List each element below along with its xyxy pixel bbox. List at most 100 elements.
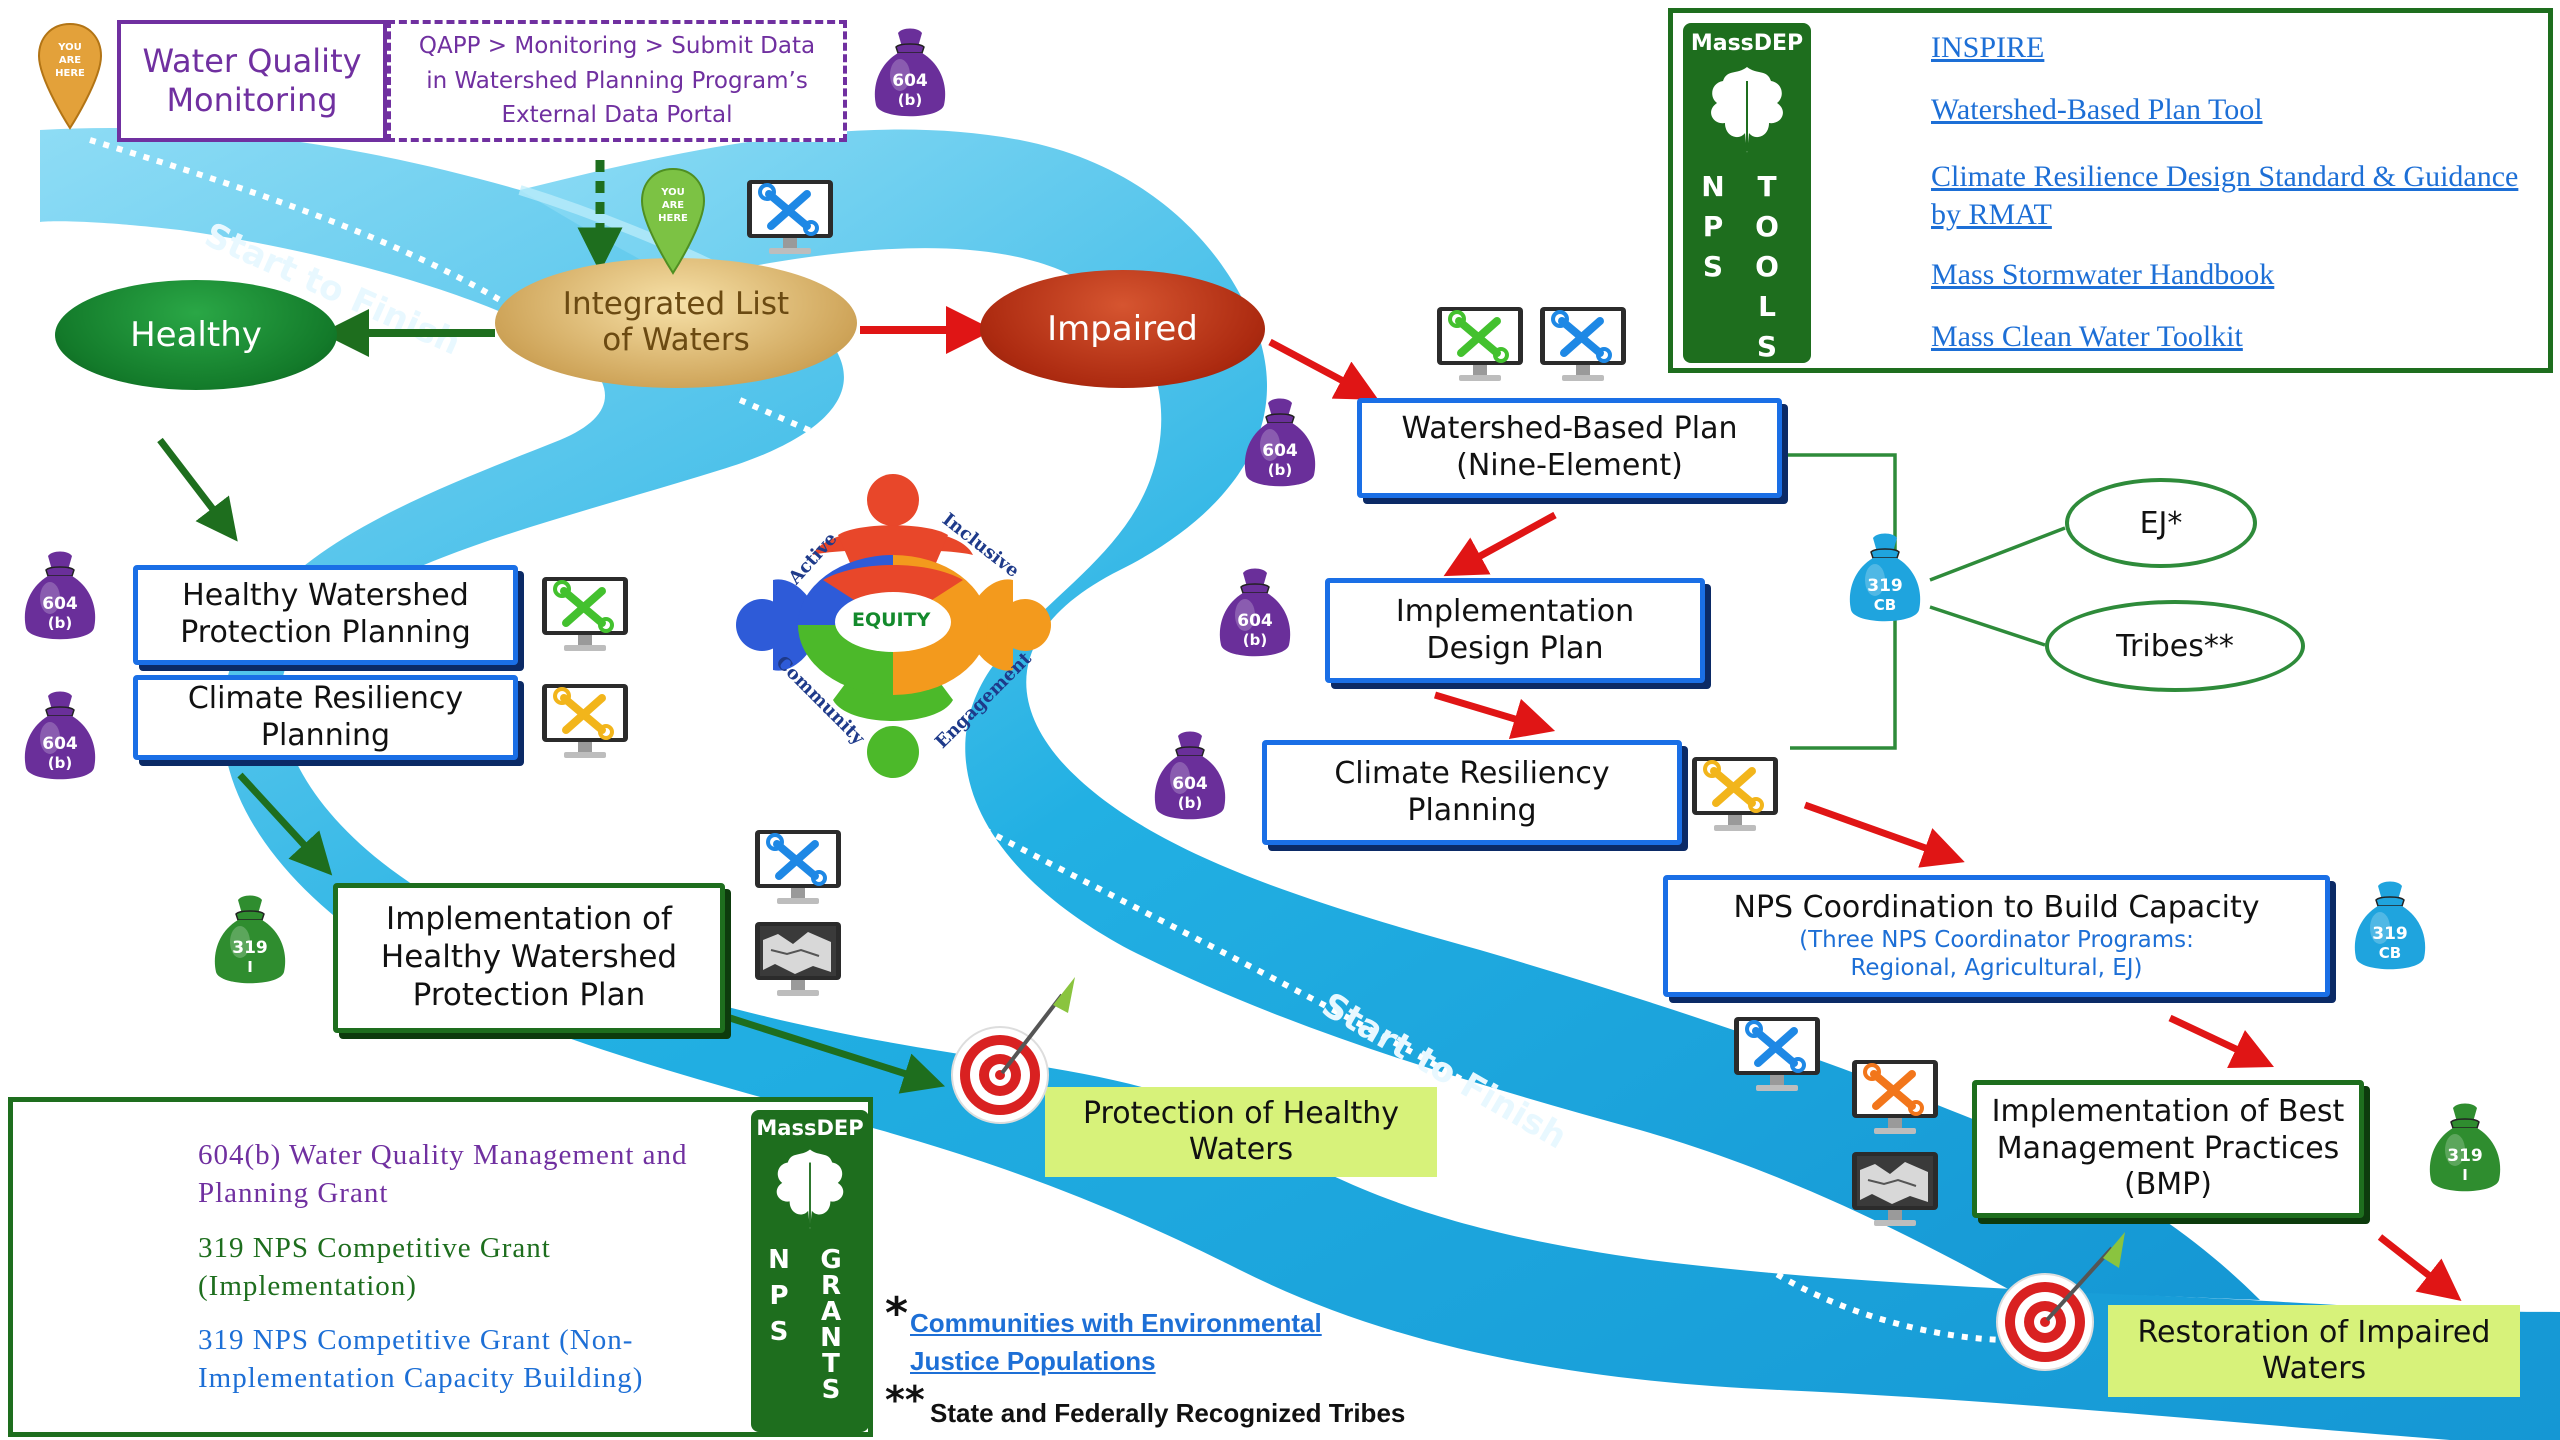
svg-text:ARE: ARE <box>59 55 81 66</box>
arrow-impaired-to-wbp <box>1268 338 1379 400</box>
impl-design-label: Implementation Design Plan <box>1395 593 1635 666</box>
tool-link-stormwater-handbook[interactable]: Mass Stormwater Handbook <box>1931 258 2275 291</box>
oak-leaf-icon-2 <box>776 1149 844 1230</box>
svg-text:N: N <box>1701 170 1724 203</box>
nps-title: NPS Coordination to Build Capacity <box>1733 889 2260 925</box>
watershed-based-plan-box: Watershed-Based Plan (Nine-Element) <box>1357 398 1782 498</box>
nps-grants-tab: MassDEP N P S G R A N T S <box>751 1110 869 1432</box>
money-bag-604b-climate-right: 604(b) <box>1154 731 1226 820</box>
svg-text:YOU: YOU <box>660 187 685 198</box>
target-icon-protection <box>951 977 1075 1124</box>
svg-text:S: S <box>822 1375 841 1405</box>
grant-label-319i: 319 NPS Competitive Grant (Implementatio… <box>198 1232 551 1302</box>
money-bag-604b-design: 604(b) <box>1219 568 1291 657</box>
svg-text:S: S <box>1703 250 1723 283</box>
svg-text:O: O <box>1755 210 1779 243</box>
svg-text:(b): (b) <box>898 91 922 109</box>
you-are-here-pin-1: YOU ARE HERE <box>37 22 103 130</box>
arrow-design-to-climate <box>1433 691 1556 740</box>
restoration-box: Restoration of Impaired Waters <box>2108 1305 2520 1397</box>
svg-text:T: T <box>822 1349 840 1379</box>
footnote-star-1: * <box>885 1288 909 1339</box>
svg-text:ARE: ARE <box>662 200 684 211</box>
svg-text:(b): (b) <box>1268 461 1292 479</box>
healthy-ellipse: Healthy <box>55 280 337 390</box>
grant-label-319cb: 319 NPS Competitive Grant (Non-Implement… <box>198 1324 644 1394</box>
footnote-ej-link[interactable]: Communities with Environmental Justice P… <box>910 1305 1330 1380</box>
computer-icon-wbp-tool-healthy <box>542 577 628 651</box>
healthy-watershed-planning-box: Healthy Watershed Protection Planning <box>133 565 518 665</box>
svg-text:HERE: HERE <box>658 213 688 224</box>
svg-text:319: 319 <box>2447 1146 2483 1166</box>
bmp-box: Implementation of Best Management Practi… <box>1972 1080 2364 1218</box>
svg-text:I: I <box>2462 1166 2468 1184</box>
tool-link-clean-water-toolkit[interactable]: Mass Clean Water Toolkit <box>1931 320 2243 353</box>
protection-label: Protection of Healthy Waters <box>1082 1096 1400 1167</box>
svg-text:604: 604 <box>42 594 78 614</box>
computer-icon-map-bmp <box>1852 1152 1938 1226</box>
arrow-climate-to-impl <box>237 772 333 876</box>
svg-text:604: 604 <box>892 71 928 91</box>
computer-icon-inspire-wbp <box>1540 307 1626 381</box>
impaired-ellipse: Impaired <box>980 270 1265 388</box>
dotted-path-lower <box>738 397 2011 1343</box>
svg-text:CB: CB <box>2379 944 2401 962</box>
money-bag-604b-wbp: 604(b) <box>1244 398 1316 487</box>
computer-icon-inspire-impl <box>755 830 841 904</box>
svg-text:P: P <box>769 1281 788 1311</box>
equity-center-label: EQUITY <box>852 609 931 631</box>
watershed-plan-label: Watershed-Based Plan (Nine-Element) <box>1401 411 1738 483</box>
svg-text:N: N <box>768 1245 790 1275</box>
svg-text:(b): (b) <box>48 614 72 632</box>
tool-link-climate-text: Climate Resilience Design Standard & Gui… <box>1931 160 2519 231</box>
dotted-path-upper <box>89 137 502 303</box>
svg-text:604: 604 <box>42 734 78 754</box>
svg-text:R: R <box>821 1271 841 1301</box>
restoration-label: Restoration of Impaired Waters <box>2137 1315 2491 1386</box>
tribes-ellipse: Tribes** <box>2045 600 2305 692</box>
computer-icon-stormwater-bmp <box>1852 1060 1938 1134</box>
svg-text:604: 604 <box>1262 441 1298 461</box>
svg-text:CB: CB <box>1874 596 1896 614</box>
nps-subtitle: (Three NPS Coordinator Programs: Regiona… <box>1799 927 2194 982</box>
svg-text:I: I <box>247 958 253 976</box>
svg-text:S: S <box>770 1317 789 1347</box>
implementation-design-box: Implementation Design Plan <box>1325 578 1705 683</box>
footnote-star-2: ** <box>885 1378 925 1422</box>
computer-icon-map-impl <box>755 922 841 996</box>
tool-link-inspire[interactable]: INSPIRE <box>1931 31 2045 64</box>
monitoring-label: Water Quality Monitoring <box>142 41 362 119</box>
ej-ellipse: EJ* <box>2065 478 2257 568</box>
svg-text:G: G <box>820 1245 841 1275</box>
integrated-list-label: Integrated List of Waters <box>562 286 790 358</box>
svg-text:N: N <box>820 1323 842 1353</box>
nps-grants-panel: 604(b) Water Quality Management and Plan… <box>8 1097 873 1437</box>
nps-tools-vertical-label: N P S T O O L S <box>1683 168 1811 368</box>
svg-text:P: P <box>1703 210 1724 243</box>
svg-text:HERE: HERE <box>55 68 85 79</box>
computer-icon-climate-right <box>1692 757 1778 831</box>
arrow-bmp-to-restore <box>2377 1234 2462 1301</box>
money-bag-604b-top: 604(b) <box>874 28 946 117</box>
arrow-impl-to-protect <box>728 1014 946 1094</box>
svg-text:319: 319 <box>232 938 268 958</box>
svg-text:(b): (b) <box>48 754 72 772</box>
arrow-wbp-to-design <box>1443 511 1557 577</box>
integrated-list-ellipse: Integrated List of Waters <box>495 258 857 388</box>
money-bag-604b-healthy: 604(b) <box>24 551 96 640</box>
line-to-ej <box>1929 526 2066 582</box>
computer-icon-inspire-list <box>747 180 833 254</box>
tool-link-climate-resilience[interactable]: Climate Resilience Design Standard & Gui… <box>1931 158 2531 233</box>
svg-text:(b): (b) <box>1243 631 1267 649</box>
river-shape <box>40 128 2560 1440</box>
oak-leaf-icon <box>1711 67 1783 153</box>
tool-link-watershed-plan-tool[interactable]: Watershed-Based Plan Tool <box>1931 93 2263 126</box>
footnote-tribes: State and Federally Recognized Tribes <box>930 1398 1406 1428</box>
protection-box: Protection of Healthy Waters <box>1045 1087 1437 1177</box>
climate-resiliency-left-box: Climate Resiliency Planning <box>133 675 518 760</box>
healthy-label: Healthy <box>130 315 262 355</box>
implementation-healthy-label: Implementation of Healthy Watershed Prot… <box>380 901 678 1013</box>
svg-text:319: 319 <box>2372 924 2408 944</box>
arrow-nps-to-bmp <box>2168 1014 2275 1069</box>
